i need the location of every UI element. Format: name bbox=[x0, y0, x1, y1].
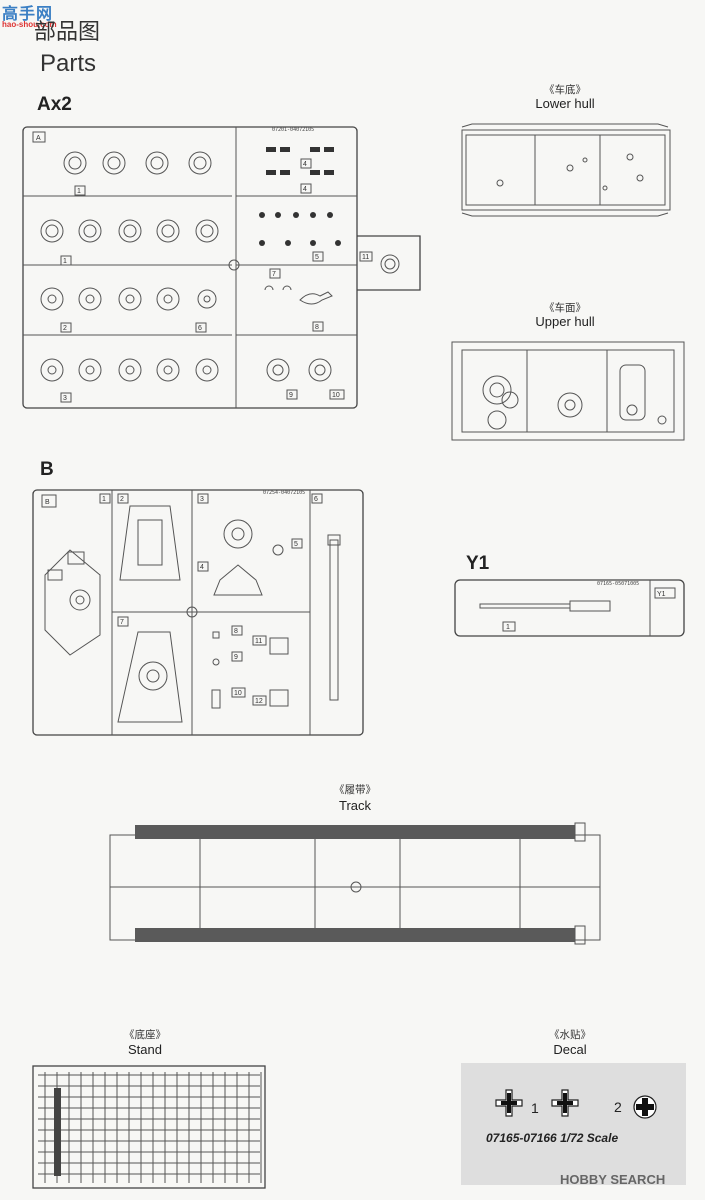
a-part-9: 9 bbox=[289, 392, 293, 399]
track-label-en: Track bbox=[338, 798, 372, 813]
a-part-11: 11 bbox=[362, 254, 369, 261]
stand-label-en: Stand bbox=[128, 1042, 162, 1057]
lower-hull-label-cn: 《车底》 bbox=[544, 84, 586, 96]
sprue-a-code: 07201-04072105 bbox=[272, 127, 314, 133]
page-title-en: Parts bbox=[40, 50, 97, 77]
footer-watermark: HOBBY SEARCH bbox=[560, 1172, 666, 1187]
upper-hull-label-en: Upper hull bbox=[535, 314, 595, 329]
upper-hull-label-cn: 《车面》 bbox=[544, 302, 586, 314]
lower-hull-label-en: Lower hull bbox=[535, 96, 595, 111]
stand-label-cn: 《底座》 bbox=[124, 1029, 166, 1041]
sprue-y1-code: 07165-05071005 bbox=[597, 581, 639, 587]
b-part-9: 9 bbox=[234, 654, 238, 661]
b-part-2: 2 bbox=[120, 496, 124, 503]
b-part-3: 3 bbox=[200, 496, 204, 503]
sprue-y1-title: Y1 bbox=[466, 553, 490, 574]
decal-number-1: 1 bbox=[531, 1100, 539, 1116]
b-part-6: 6 bbox=[314, 496, 318, 503]
b-part-1: 1 bbox=[102, 496, 106, 503]
sprue-b-code: 07254-04072105 bbox=[263, 490, 305, 496]
decal-number-2: 2 bbox=[614, 1099, 622, 1115]
a-part-8: 8 bbox=[315, 324, 319, 331]
b-part-10: 10 bbox=[234, 690, 242, 697]
b-part-12: 12 bbox=[255, 698, 263, 705]
b-part-4: 4 bbox=[200, 564, 204, 571]
page-title-cn: 部品图 bbox=[34, 19, 101, 44]
b-part-5: 5 bbox=[294, 541, 298, 548]
y1-part-1: 1 bbox=[506, 624, 510, 631]
b-part-11: 11 bbox=[255, 638, 262, 645]
a-part-1: 1 bbox=[77, 188, 81, 195]
decal-label-en: Decal bbox=[553, 1042, 587, 1057]
a-part-3: 3 bbox=[63, 395, 67, 402]
a-part-10: 10 bbox=[332, 392, 340, 399]
decal-sheet bbox=[461, 1063, 686, 1185]
a-part-2: 2 bbox=[63, 325, 67, 332]
a-part-5: 5 bbox=[315, 254, 319, 261]
a-part-4: 4 bbox=[303, 161, 307, 168]
a-part-7: 7 bbox=[272, 271, 276, 278]
a-part-4b: 4 bbox=[303, 186, 307, 193]
y1-tag: Y1 bbox=[657, 591, 666, 598]
sprue-b-letter: B bbox=[45, 499, 50, 506]
b-part-7: 7 bbox=[120, 619, 124, 626]
track-label-cn: 《履带》 bbox=[334, 784, 376, 796]
decal-label-cn: 《水贴》 bbox=[549, 1029, 591, 1041]
sprue-a-title: Ax2 bbox=[37, 94, 72, 115]
decal-scale-text: 07165-07166 1/72 Scale bbox=[486, 1131, 619, 1145]
sprue-a-letter: A bbox=[36, 135, 41, 142]
b-part-8: 8 bbox=[234, 628, 238, 635]
a-part-1b: 1 bbox=[63, 258, 67, 265]
sprue-b-title: B bbox=[40, 459, 54, 480]
watermark-site: hao-shou.com bbox=[2, 20, 57, 29]
watermark-logo: 高手网 bbox=[2, 6, 54, 23]
a-part-6: 6 bbox=[198, 325, 202, 332]
